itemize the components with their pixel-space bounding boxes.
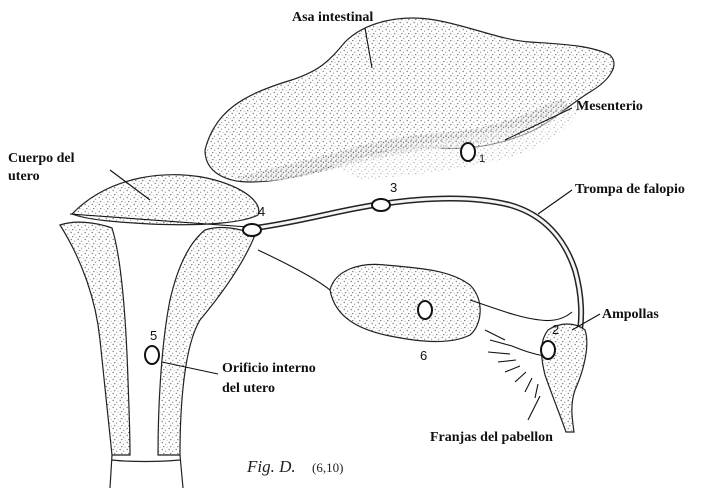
marker-4: 4	[258, 204, 265, 219]
label-asa-intestinal: Asa intestinal	[292, 10, 373, 25]
fimbriae	[485, 330, 545, 398]
egg-3	[372, 199, 390, 211]
label-mesenterio: Mesenterio	[576, 99, 643, 114]
egg-ovary	[418, 301, 432, 319]
label-franjas: Franjas del pabellon	[430, 430, 553, 445]
marker-5: 5	[150, 328, 157, 343]
leader-franjas	[528, 396, 540, 420]
label-ampollas: Ampollas	[602, 307, 659, 322]
leader-ampollas	[572, 314, 600, 330]
right-uterine-horn	[158, 228, 255, 455]
figure-caption-pages: (6,10)	[312, 460, 343, 475]
label-orificio-2: del utero	[222, 381, 275, 396]
marker-2: 2	[552, 322, 559, 337]
figure-caption: Fig. D.	[246, 457, 296, 476]
left-uterine-horn	[60, 222, 130, 455]
label-trompa-falopio: Trompa de falopio	[575, 182, 685, 197]
uterus-body	[72, 175, 259, 225]
lower-canal	[110, 455, 183, 488]
marker-3: 3	[390, 180, 397, 195]
ovary	[330, 264, 480, 341]
egg-2	[541, 341, 555, 359]
label-cuerpo-utero-1: Cuerpo del	[8, 151, 75, 166]
egg-4	[243, 224, 261, 236]
broad-ligament	[470, 300, 572, 321]
label-orificio-1: Orificio interno	[222, 361, 316, 376]
marker-6: 6	[420, 348, 427, 363]
marker-1: 1	[479, 153, 485, 165]
label-cuerpo-utero-2: utero	[8, 169, 40, 184]
ovarian-ligament	[258, 250, 330, 290]
egg-5	[145, 346, 159, 364]
leader-trompa	[538, 190, 572, 214]
egg-1	[461, 143, 475, 161]
